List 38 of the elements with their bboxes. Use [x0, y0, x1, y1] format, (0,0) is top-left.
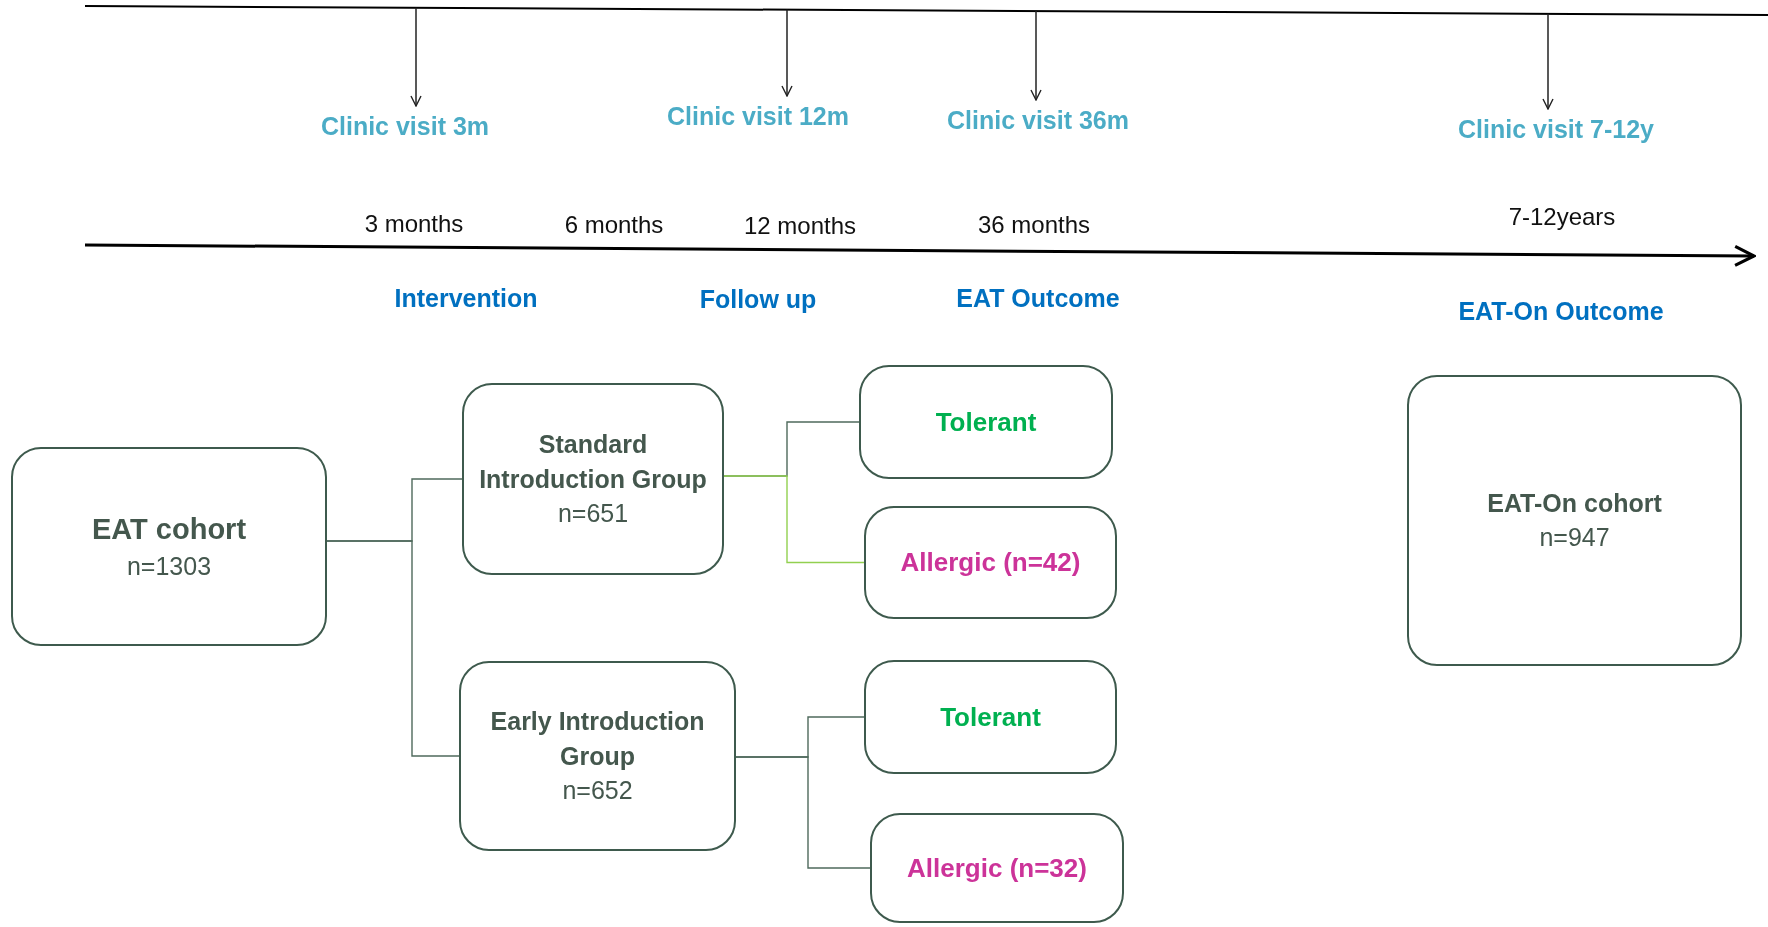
time-label: 3 months	[364, 210, 464, 238]
outcome-text: Tolerant	[940, 701, 1041, 733]
time-label: 6 months	[564, 211, 664, 239]
phase-label: Follow up	[699, 284, 817, 314]
group-title: EAT cohort	[91, 512, 247, 547]
time-label: 7-12years	[1508, 203, 1616, 231]
group-title: EAT-On cohort	[1487, 487, 1662, 519]
group-box	[459, 661, 736, 851]
outcome-text: Tolerant	[935, 406, 1037, 438]
group-box	[1407, 375, 1742, 666]
visit-label: Clinic visit 36m	[947, 105, 1129, 135]
arrow	[781, 9, 793, 97]
connector-line	[326, 540, 460, 757]
phase-label: EAT-On Outcome	[1458, 296, 1664, 326]
group-box	[11, 447, 327, 646]
outcome-box	[859, 365, 1113, 479]
outcome-box	[870, 813, 1124, 923]
time-label: 36 months	[977, 211, 1091, 239]
phase-label: EAT Outcome	[956, 283, 1120, 313]
count-text: n=652	[562, 775, 633, 806]
arrow	[1542, 13, 1554, 110]
outcome-text: Allergic (n=32)	[907, 852, 1087, 884]
connector-line	[723, 475, 865, 564]
visit-label: Clinic visit 7-12y	[1458, 114, 1654, 144]
arrow	[410, 7, 422, 107]
outcome-box	[864, 660, 1117, 774]
count-text: n=651	[557, 498, 629, 529]
count-text: n=947	[1539, 522, 1610, 554]
count-text: n=1303	[126, 551, 212, 582]
visit-label: Clinic visit 3m	[320, 111, 490, 141]
arrow	[1030, 10, 1042, 101]
phase-label: Intervention	[394, 283, 538, 313]
visit-label: Clinic visit 12m	[667, 101, 849, 131]
time-label: 12 months	[743, 212, 857, 240]
group-box	[462, 383, 724, 575]
outcome-text: Allergic (n=42)	[900, 547, 1081, 578]
connector-line	[735, 756, 871, 869]
outcome-box	[864, 506, 1117, 619]
